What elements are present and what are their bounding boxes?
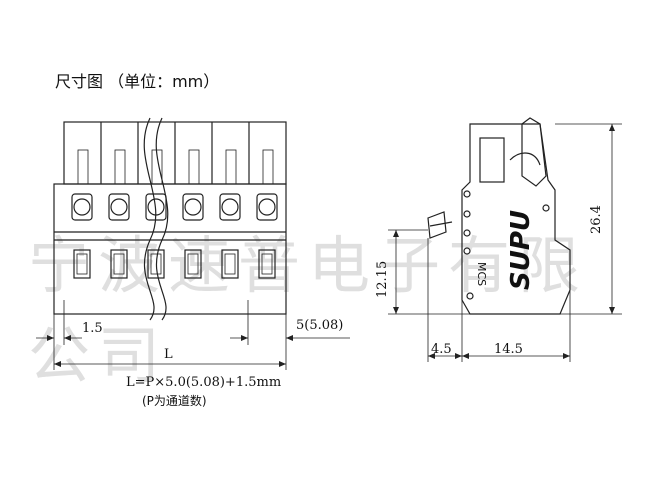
watermark: 宁波速普电子有限公司 — [28, 229, 589, 392]
arrow — [54, 361, 61, 367]
pole-wire-entry-inner — [150, 253, 162, 275]
side-view — [388, 117, 622, 362]
arrow — [462, 353, 469, 359]
dim-width-pin-label: 4.5 — [431, 342, 452, 357]
drawing-title: 尺寸图 （单位：mm） — [55, 72, 220, 91]
side-pin-arm — [429, 221, 453, 227]
pole-latch-slot — [262, 149, 274, 185]
pole-wire-entry-inner — [76, 253, 88, 275]
pole-wire-entry — [147, 249, 165, 279]
pole-wire-entry-inner — [113, 253, 125, 275]
pole-screw-frame — [182, 193, 204, 221]
pole-wire-entry-inner — [224, 253, 236, 275]
dim-height-pin-label: 12.15 — [375, 260, 390, 298]
pole-screw — [110, 198, 128, 216]
arrow — [563, 353, 570, 359]
dim-left-label: 1.5 — [82, 321, 103, 336]
side-hole — [463, 229, 471, 237]
pole-wire-entry — [73, 249, 91, 279]
arrow — [241, 335, 248, 341]
pole-screw-frame — [108, 193, 130, 221]
arrow — [286, 335, 293, 341]
formula: L=P×5.0(5.08)+1.5mm — [126, 375, 282, 390]
side-hole — [466, 292, 474, 300]
side-hole — [463, 210, 471, 218]
arrow — [428, 353, 435, 359]
dim-length-label: L — [164, 347, 173, 362]
formula-note: (P为通道数) — [142, 394, 207, 408]
pole-screw — [258, 198, 276, 216]
dim-right-label: 5(5.08) — [296, 318, 344, 333]
pole-latch-slot — [188, 149, 200, 185]
arrow — [47, 335, 54, 341]
pole-wire-entry — [258, 249, 276, 279]
side-mark: MCS — [475, 262, 488, 287]
pole-screw-frame — [256, 193, 278, 221]
break-line-left — [143, 117, 157, 321]
pole-screw — [221, 198, 239, 216]
arrow — [609, 124, 615, 131]
pole-wire-entry-inner — [187, 253, 199, 275]
pole-wire-entry — [221, 249, 239, 279]
pole-wire-entry — [110, 249, 128, 279]
arrow — [455, 353, 462, 359]
pole-screw-frame — [71, 193, 93, 221]
arrow — [279, 361, 286, 367]
side-logo: SUPU — [506, 209, 536, 290]
pole-latch-slot — [225, 149, 237, 185]
pole-screw — [184, 198, 202, 216]
pole-wire-entry — [184, 249, 202, 279]
dim-height-total-label: 26.4 — [589, 205, 604, 234]
arrow — [609, 307, 615, 314]
side-lever-curve — [509, 152, 541, 166]
break-line-right — [155, 117, 169, 321]
side-hole — [463, 190, 471, 198]
pole-screw — [73, 198, 91, 216]
arrow — [64, 335, 71, 341]
dim-width-body-label: 14.5 — [494, 342, 523, 357]
front-body — [53, 183, 287, 315]
pole-latch-slot — [114, 149, 126, 185]
pole-screw-frame — [219, 193, 241, 221]
side-hole — [463, 247, 471, 255]
side-hole — [542, 204, 550, 212]
side-latch-window — [479, 137, 505, 183]
pole-wire-entry-inner — [261, 253, 273, 275]
side-pin-latch — [427, 211, 447, 239]
arrow — [393, 307, 399, 314]
front-poles — [71, 122, 278, 279]
side-release-lever — [521, 117, 547, 187]
pole-latch-slot — [77, 149, 89, 185]
front-view — [36, 117, 350, 370]
arrow — [393, 230, 399, 237]
